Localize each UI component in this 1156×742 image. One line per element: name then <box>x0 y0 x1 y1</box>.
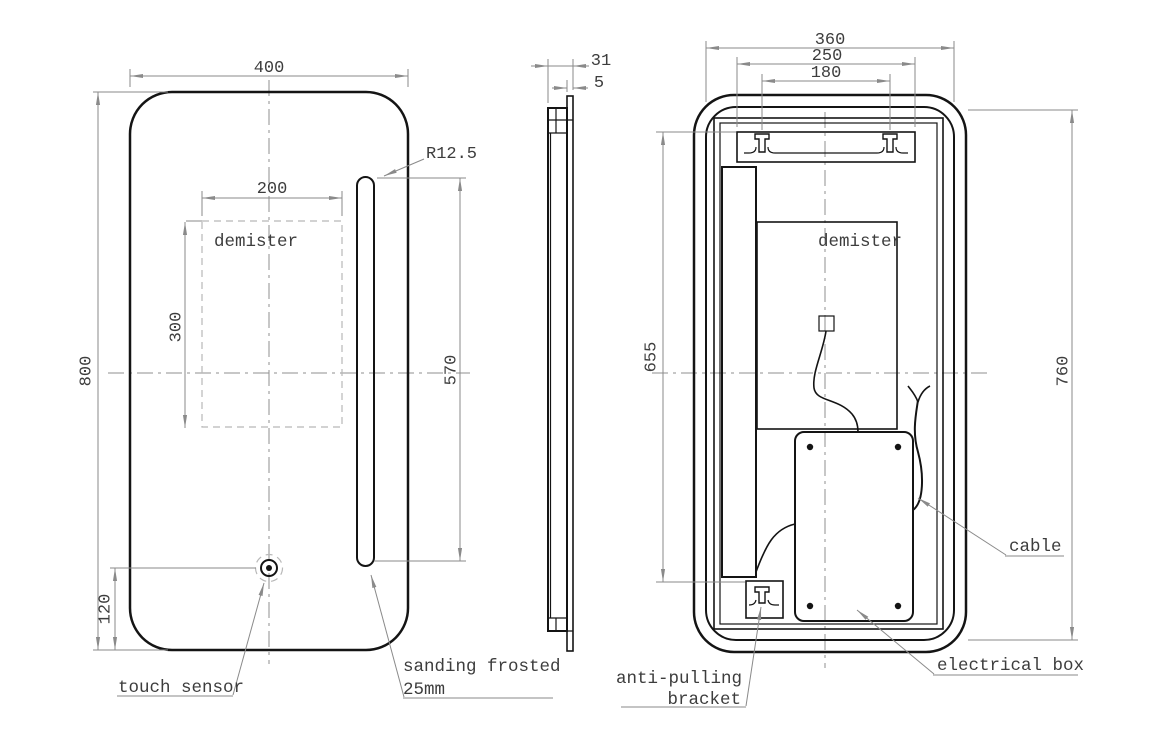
front-mirror-outline <box>128 90 410 652</box>
front-radius-value: R12.5 <box>426 145 477 164</box>
side-dim-depth: 31 <box>531 52 611 103</box>
front-dim-sensor-offset-value: 120 <box>97 594 116 625</box>
electrical-box-callout: electrical box <box>856 609 1084 676</box>
side-dim-glass: 5 <box>552 74 604 93</box>
frosted-label-line2: 25mm <box>403 680 445 700</box>
anti-pulling-label-line2: bracket <box>667 690 741 710</box>
electrical-box-label: electrical box <box>937 656 1084 676</box>
front-dim-sensor-offset: 120 <box>97 567 256 650</box>
front-dim-demister-height: 300 <box>168 220 202 428</box>
touch-sensor-ring <box>260 559 278 577</box>
anti-pulling-callout: anti-pulling bracket <box>616 606 762 710</box>
back-demister-label: demister <box>818 232 902 252</box>
back-inner-frame <box>705 106 955 641</box>
back-panel-inner <box>719 122 938 625</box>
front-dim-demister-width-value: 200 <box>257 180 288 199</box>
wire-connector <box>818 315 835 332</box>
front-dim-width-value: 400 <box>254 59 285 78</box>
front-demister-label: demister <box>214 232 298 252</box>
frosted-label-line1: sanding frosted <box>403 657 561 677</box>
back-dim-height: 760 <box>968 109 1078 641</box>
keyhole-hanger-left <box>754 133 770 153</box>
back-dim-bracket-width-value: 250 <box>812 47 843 66</box>
back-dim-strip-span: 655 <box>643 131 745 583</box>
back-panel-outer <box>713 117 944 630</box>
back-dim-hanger-spacing: 180 <box>761 64 891 130</box>
front-dim-strip-height: 570 <box>374 177 466 562</box>
side-dim-depth-value: 31 <box>591 52 611 71</box>
back-mirror-outline <box>692 93 968 654</box>
back-view: demister 360 <box>616 31 1084 710</box>
back-dim-strip-span-value: 655 <box>643 342 662 373</box>
electrical-box <box>794 431 914 622</box>
screw-dot <box>894 443 902 451</box>
front-dim-height: 800 <box>78 91 168 651</box>
front-demister-area <box>201 220 343 428</box>
touch-sensor-label: touch sensor <box>118 678 244 698</box>
front-view: demister 400 800 200 <box>78 59 561 700</box>
anti-pulling-label-line1: anti-pulling <box>616 669 742 689</box>
back-dim-hanger-spacing-value: 180 <box>811 64 842 83</box>
side-view: 31 5 <box>531 52 611 652</box>
strip-wire <box>755 523 796 573</box>
front-dim-width: 400 <box>129 59 409 87</box>
power-cable <box>907 385 931 511</box>
front-dim-height-value: 800 <box>78 356 97 387</box>
back-led-strip <box>721 166 757 578</box>
front-dim-demister-width: 200 <box>201 180 343 216</box>
back-dim-height-value: 760 <box>1055 356 1074 387</box>
back-dim-width-value: 360 <box>815 31 846 50</box>
back-demister-pad <box>756 221 898 430</box>
frosted-callout: sanding frosted 25mm <box>370 574 561 700</box>
touch-sensor-callout: touch sensor <box>117 582 265 698</box>
side-glass-profile <box>566 95 574 652</box>
screw-dot <box>806 602 814 610</box>
keyhole-hanger-right <box>882 133 898 153</box>
front-dim-strip-height-value: 570 <box>443 355 462 386</box>
screw-dot <box>894 602 902 610</box>
screw-dot <box>806 443 814 451</box>
anti-pulling-bracket <box>745 580 784 619</box>
touch-sensor-dot <box>266 565 272 571</box>
demister-wire <box>813 330 859 433</box>
hanging-bracket-rail <box>736 131 916 163</box>
front-dim-demister-height-value: 300 <box>168 312 187 343</box>
side-section-detail <box>548 108 573 632</box>
side-dim-glass-value: 5 <box>594 74 604 93</box>
cable-label: cable <box>1009 537 1062 557</box>
back-dim-bracket-width: 250 <box>736 47 916 127</box>
front-radius-callout: R12.5 <box>383 145 477 177</box>
frosted-light-strip <box>356 176 375 567</box>
cable-callout: cable <box>917 497 1064 557</box>
back-dim-width: 360 <box>705 31 955 102</box>
